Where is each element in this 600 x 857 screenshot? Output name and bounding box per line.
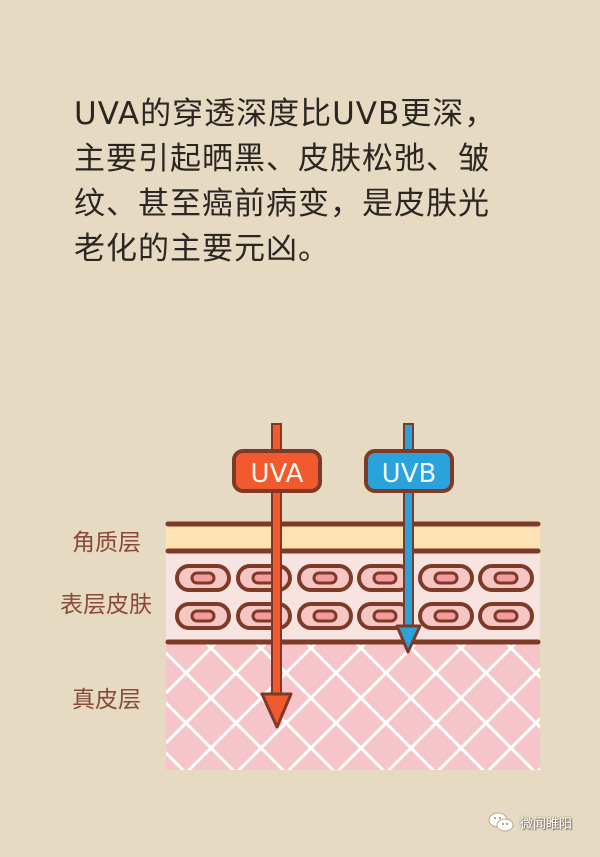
uvb-arrow (364, 423, 454, 654)
headline-line-1: UVA的穿透深度比UVB更深， (74, 96, 497, 132)
uvb-label: UVB (382, 459, 437, 489)
stratum-corneum-layer (166, 524, 540, 551)
label-epidermis: 表层皮肤 (60, 592, 152, 618)
headline-line-4: 老化的主要元凶。 (74, 231, 330, 267)
watermark-text: 微闻睢阳 (520, 816, 573, 832)
headline-text: UVA的穿透深度比UVB更深， 主要引起晒黑、皮肤松弛、皱 纹、甚至癌前病变，是… (74, 92, 544, 272)
watermark: 微闻睢阳 (488, 812, 572, 832)
headline-line-3: 纹、甚至癌前病变，是皮肤光 (74, 186, 490, 222)
label-dermis: 真皮层 (72, 687, 141, 713)
epidermis-layer (166, 553, 540, 641)
layer-boundaries (165, 521, 541, 645)
uva-arrow (232, 423, 322, 729)
label-stratum-corneum: 角质层 (72, 530, 141, 556)
wechat-icon (488, 812, 514, 832)
dermis-layer (166, 643, 540, 770)
headline-line-2: 主要引起晒黑、皮肤松弛、皱 (74, 141, 490, 177)
uva-label: UVA (251, 459, 304, 489)
